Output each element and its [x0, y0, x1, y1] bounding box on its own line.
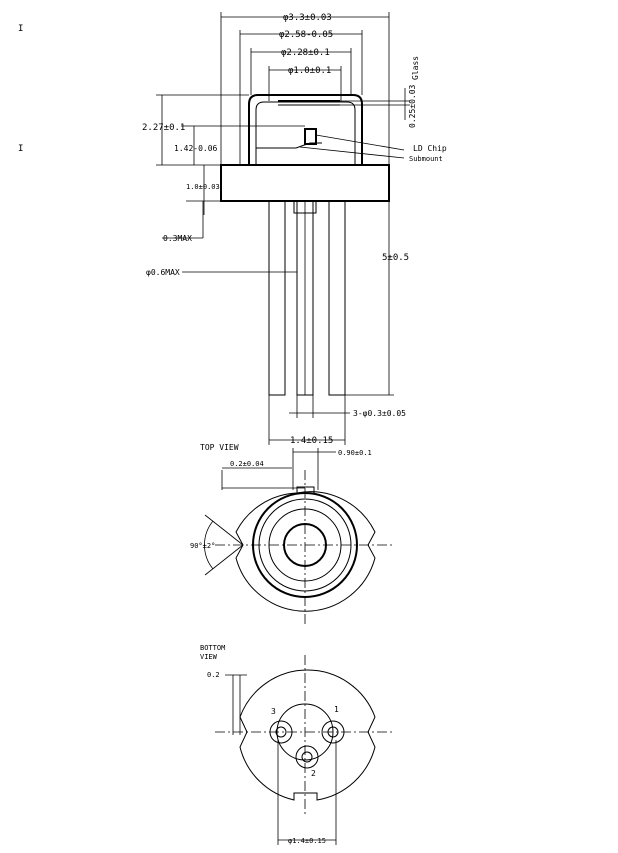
- lead-collar: [293, 200, 317, 214]
- dim-leads: 3-φ0.3±0.05: [353, 409, 406, 418]
- dim-window-inner: φ2.28±0.1: [281, 48, 330, 58]
- top-view-title: TOP VIEW: [200, 443, 239, 452]
- pin-3-label: 3: [271, 707, 276, 716]
- side-view: φ3.3±0.03 φ2.58-0.05 φ2.28±0.1 φ1.0±0.1 …: [142, 12, 447, 446]
- label-glass: Glass: [411, 56, 420, 80]
- top-view-outer: [235, 491, 376, 612]
- dim-base-thickness: 1.0±0.03: [186, 183, 220, 191]
- dim-angle: 90°±2°: [190, 542, 215, 550]
- dim-lead-length: 5±0.5: [382, 253, 409, 263]
- dim-notch-width: 0.2±0.04: [230, 460, 264, 468]
- lead-left: [268, 200, 286, 396]
- ld-chip: [304, 128, 317, 145]
- dim-glass-thickness: 0.25±0.03: [408, 84, 417, 128]
- pin-1-label: 1: [334, 705, 339, 714]
- bottom-view: BOTTOM VIEW 0.2 3 1 2 φ1.4±0.15: [200, 644, 395, 845]
- dim-cap-height: 2.27±0.1: [142, 123, 185, 133]
- dim-base-max: 0.3MAX: [163, 234, 192, 243]
- label-submount: Submount: [409, 155, 443, 163]
- margin-mark-1: I: [18, 24, 23, 34]
- dim-bottom-notch: 0.2: [207, 671, 220, 679]
- cap-outline: [248, 94, 363, 165]
- pin-2-ring: [295, 745, 319, 769]
- label-ld-chip: LD Chip: [413, 144, 447, 153]
- lead-right: [328, 200, 346, 396]
- bottom-view-title-1: BOTTOM: [200, 644, 225, 652]
- dim-chip-height: 1.42-0.06: [174, 144, 218, 153]
- dim-pin-circle: φ1.4±0.15: [288, 837, 326, 845]
- dim-cap-outer: φ3.3±0.03: [283, 13, 332, 23]
- dim-pin-circle-top: 1.4±0.15: [290, 436, 333, 446]
- dim-cap-window: φ2.58-0.05: [279, 30, 333, 40]
- top-view: TOP VIEW 0.90±0.1 0.2±0.04 90°±2°: [190, 443, 395, 625]
- bottom-view-outer: [239, 669, 376, 801]
- dim-notch-depth: 0.90±0.1: [338, 449, 372, 457]
- bottom-view-title-2: VIEW: [200, 653, 218, 661]
- margin-mark-2: I: [18, 144, 23, 154]
- dim-glass: φ1.0±0.1: [288, 66, 331, 76]
- header-base: [220, 164, 390, 202]
- pin-2-label: 2: [311, 769, 316, 778]
- dim-lead-max: φ0.6MAX: [146, 268, 180, 277]
